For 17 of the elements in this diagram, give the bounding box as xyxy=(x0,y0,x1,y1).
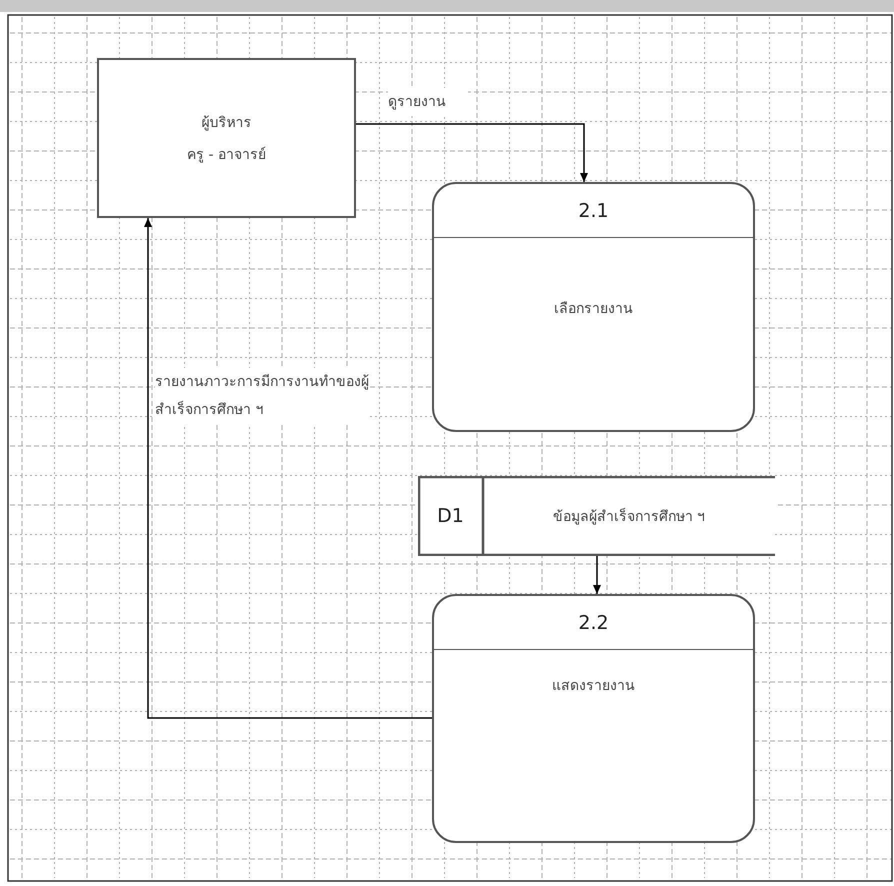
process-name: เลือกรายงาน xyxy=(554,300,633,319)
entity-subtitle: ครู - อาจารย์ xyxy=(187,146,266,165)
data-store xyxy=(418,476,775,556)
arrow xyxy=(593,556,601,594)
arrow xyxy=(144,218,432,719)
store-id: D1 xyxy=(437,505,464,527)
process-name: แสดงรายงาน xyxy=(552,677,635,696)
arrow xyxy=(356,123,588,182)
process-box xyxy=(432,182,755,432)
edge-label: ดูรายงาน xyxy=(388,88,468,116)
process-number: 2.2 xyxy=(578,612,609,634)
entity-box xyxy=(97,58,356,218)
process-number: 2.1 xyxy=(578,200,609,222)
entity-title: ผู้บริหาร xyxy=(202,114,252,133)
edge-label: รายงานภาวะการมีการงานทำของผู้สำเร็จการศึกษา ฯ xyxy=(155,368,370,424)
process-box xyxy=(432,594,755,843)
store-name: ข้อมูลผู้สำเร็จการศึกษา ฯ xyxy=(552,506,706,527)
